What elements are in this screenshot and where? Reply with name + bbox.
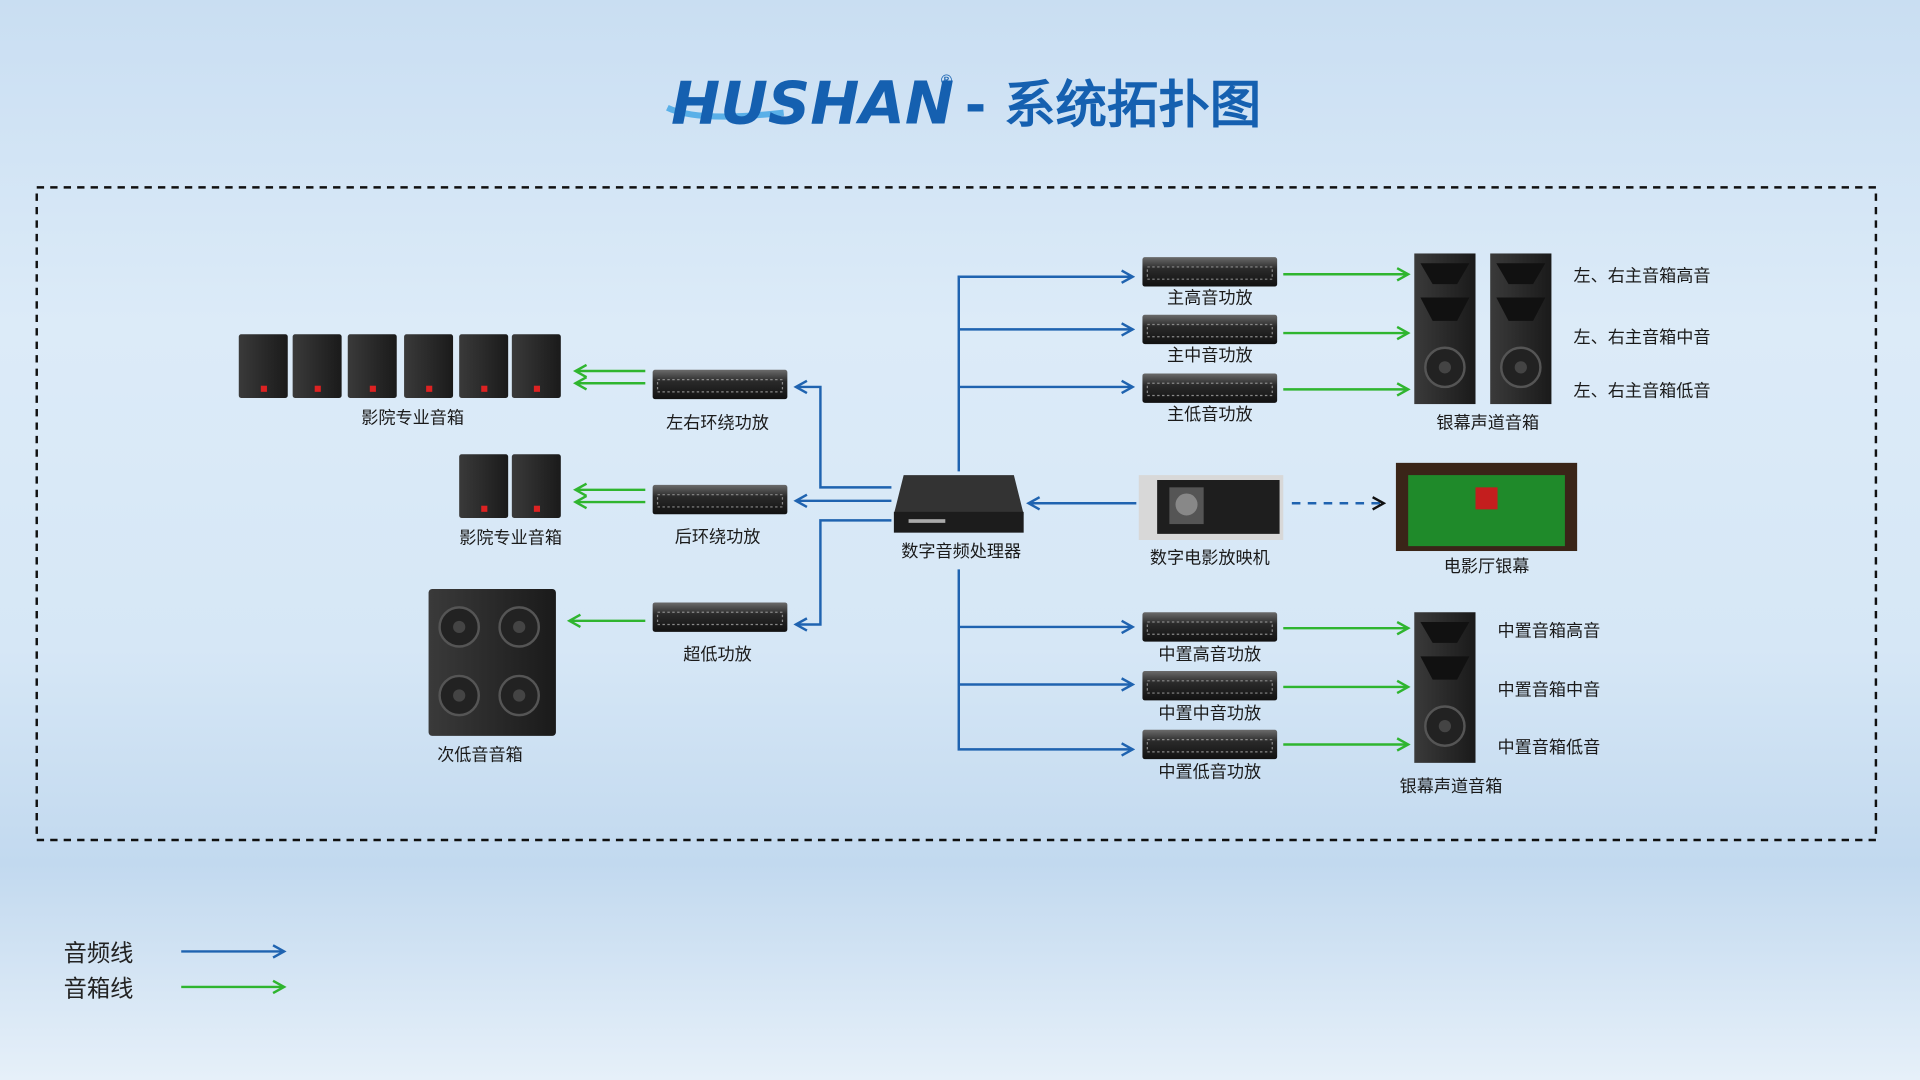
main-speaker-label: 左、右主音箱低音 xyxy=(1573,382,1710,402)
legend-speaker-label: 音箱线 xyxy=(64,976,134,1003)
center-low-amp xyxy=(1141,729,1278,760)
center-amp-label: 中置低音功放 xyxy=(1158,763,1261,783)
subwoofer-label: 次低音音箱 xyxy=(437,745,523,765)
subwoofer xyxy=(428,588,556,736)
rear-amp-label: 后环绕功放 xyxy=(675,527,761,547)
surround-speakers-label: 影院专业音箱 xyxy=(361,409,464,429)
main-mid-amp xyxy=(1141,314,1278,345)
cinema-screen xyxy=(1395,462,1578,552)
center-screen-speaker xyxy=(1414,612,1476,763)
audio-line xyxy=(957,277,1133,472)
center-high-amp xyxy=(1141,611,1278,643)
brand-logo: HUSHAN xyxy=(671,69,954,138)
rear-speakers xyxy=(459,454,561,518)
main-amp-label: 主中音功放 xyxy=(1167,346,1253,366)
main-speaker-label: 左、右主音箱高音 xyxy=(1573,267,1710,287)
center-speaker-group-label: 银幕声道音箱 xyxy=(1400,777,1503,797)
center-speaker-label: 中置音箱低音 xyxy=(1498,738,1601,758)
processor-label: 数字音频处理器 xyxy=(901,542,1021,562)
surround-amp-label: 左右环绕功放 xyxy=(666,414,769,434)
sub-amp xyxy=(652,601,788,633)
system-boundary xyxy=(35,186,1878,842)
audio-line xyxy=(796,519,892,624)
surround-speakers xyxy=(238,334,561,398)
logo-swoosh-icon xyxy=(666,104,785,120)
legend: 音频线 音箱线 xyxy=(64,940,284,1003)
center-amp-label: 中置中音功放 xyxy=(1158,704,1261,724)
registered-mark: ® xyxy=(939,73,954,90)
audio-line xyxy=(957,569,1133,749)
legend-audio-label: 音频线 xyxy=(64,940,134,967)
center-speaker-label: 中置音箱中音 xyxy=(1498,681,1601,701)
projector-label: 数字电影放映机 xyxy=(1150,548,1270,568)
rear-speakers-label: 影院专业音箱 xyxy=(459,529,562,549)
screen-label: 电影厅银幕 xyxy=(1444,557,1530,577)
audio-processor xyxy=(893,475,1024,533)
main-amp-label: 主低音功放 xyxy=(1167,405,1253,425)
title: HUSHAN ® - 系统拓扑图 xyxy=(666,69,1261,138)
main-speaker-group-label: 银幕声道音箱 xyxy=(1436,414,1539,434)
main-low-amp xyxy=(1141,372,1278,404)
main-high-amp xyxy=(1141,256,1278,288)
main-screen-speakers xyxy=(1414,253,1552,405)
center-mid-amp xyxy=(1141,670,1278,702)
rear-amp xyxy=(652,484,788,515)
page-title: - 系统拓扑图 xyxy=(965,75,1261,135)
projector xyxy=(1138,475,1284,540)
center-speaker-label: 中置音箱高音 xyxy=(1498,622,1601,642)
audio-line xyxy=(796,387,892,489)
main-speaker-label: 左、右主音箱中音 xyxy=(1573,328,1710,348)
sub-amp-label: 超低功放 xyxy=(683,645,752,665)
main-amp-label: 主高音功放 xyxy=(1167,289,1253,309)
surround-amp xyxy=(652,369,788,400)
center-amp-label: 中置高音功放 xyxy=(1158,645,1261,665)
